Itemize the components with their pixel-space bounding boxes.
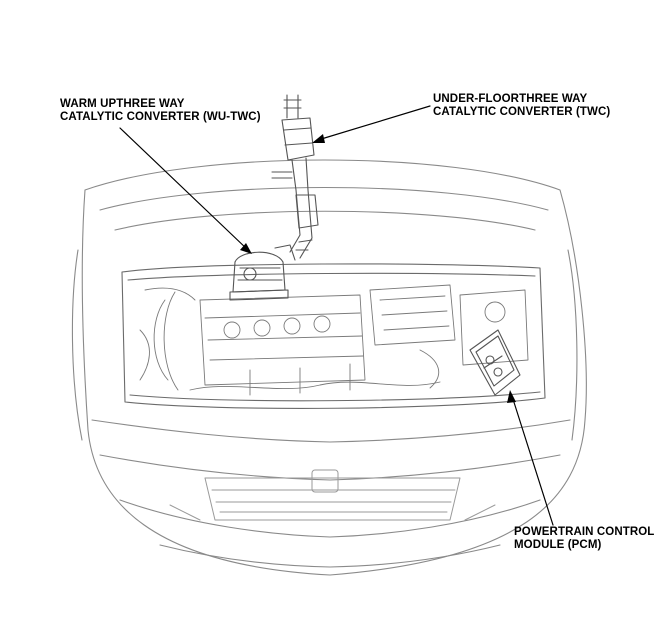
wu-twc-label-line2: CATALYTIC CONVERTER (WU-TWC) [60,111,261,123]
leader-arrowheads [240,134,516,403]
underfloor-twc-label-line2: CATALYTIC CONVERTER (TWC) [433,106,611,118]
vehicle-body-outline [71,159,587,576]
engine-compartment [121,263,546,409]
pcm-label-line1: POWERTRAIN CONTROL [514,526,655,538]
wu-twc-label-line1: WARM UPTHREE WAY [60,98,185,110]
pcm-label: POWERTRAIN CONTROL MODULE (PCM) [514,526,654,552]
engine-block [139,284,529,396]
leader-lines [119,105,554,526]
underfloor-twc-label: UNDER-FLOORTHREE WAY CATALYTIC CONVERTER… [433,93,610,119]
exhaust-pipe [271,94,319,259]
wu-twc-component [229,244,296,301]
front-grille [169,469,496,521]
wu-twc-label: WARM UPTHREE WAY CATALYTIC CONVERTER (WU… [60,98,261,124]
pcm-component [469,329,521,396]
pcm-label-line2: MODULE (PCM) [514,539,602,551]
underfloor-twc-label-line1: UNDER-FLOORTHREE WAY [433,93,588,105]
